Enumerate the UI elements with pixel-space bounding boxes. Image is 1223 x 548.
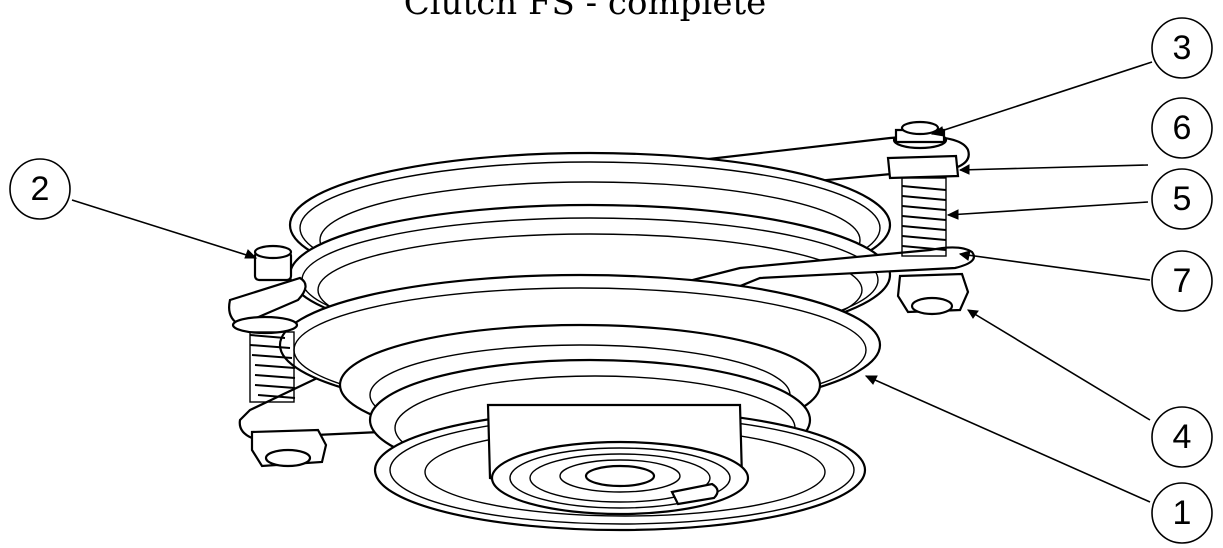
callout-3: 3 — [1151, 17, 1213, 79]
callout-6: 6 — [1151, 97, 1213, 159]
left-bolt-assembly — [228, 244, 328, 468]
callout-7-label: 7 — [1173, 262, 1192, 300]
callout-7: 7 — [1151, 250, 1213, 312]
callout-3-label: 3 — [1173, 29, 1192, 67]
callout-2: 2 — [9, 158, 71, 220]
clutch-drawing — [228, 120, 976, 532]
callout-5: 5 — [1151, 168, 1213, 230]
callout-1: 1 — [1151, 482, 1213, 544]
diagram-title: Clutch FS - complete — [404, 0, 766, 23]
leader-lines — [71, 61, 1153, 503]
callout-6-label: 6 — [1173, 109, 1192, 147]
callout-4-label: 4 — [1173, 418, 1192, 456]
callout-1-label: 1 — [1173, 494, 1192, 532]
callout-2-label: 2 — [31, 170, 50, 208]
callout-4: 4 — [1151, 406, 1213, 468]
callout-5-label: 5 — [1173, 180, 1192, 218]
right-bolt-assembly — [886, 120, 970, 316]
